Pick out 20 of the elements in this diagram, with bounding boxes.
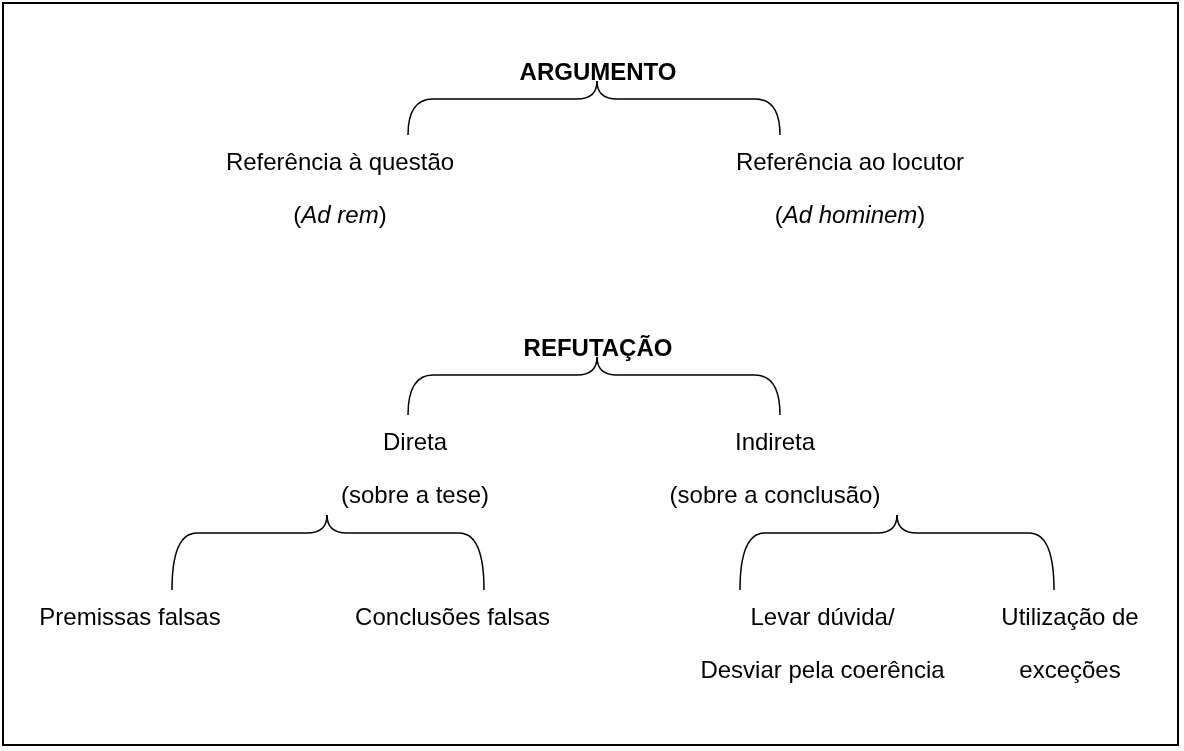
brace-connector (896, 514, 1055, 591)
category-note: (Ad rem) (292, 200, 388, 230)
heading-text: ARGUMENTO (518, 57, 678, 87)
category-label: Referência à questão (224, 147, 456, 177)
category-note: (sobre a tese) (339, 480, 491, 510)
category-note: (Ad hominem) (773, 200, 927, 230)
category-label: Direta (382, 427, 448, 457)
category-label: Levar dúvida/ (749, 602, 896, 632)
category-note: Desviar pela coerência (699, 655, 946, 685)
category-note: (sobre a conclusão) (668, 480, 882, 510)
brace-connector (326, 514, 485, 591)
category-label: Premissas falsas (38, 602, 222, 632)
category-label: Utilização de (1000, 602, 1140, 632)
category-label: Indireta (733, 427, 817, 457)
brace-connector (596, 356, 781, 416)
category-label: Referência ao locutor (734, 147, 966, 177)
category-label: Conclusões falsas (354, 602, 551, 632)
category-note: exceções (1018, 655, 1122, 685)
brace-connector (596, 80, 781, 136)
heading-text: REFUTAÇÃO (522, 333, 674, 363)
